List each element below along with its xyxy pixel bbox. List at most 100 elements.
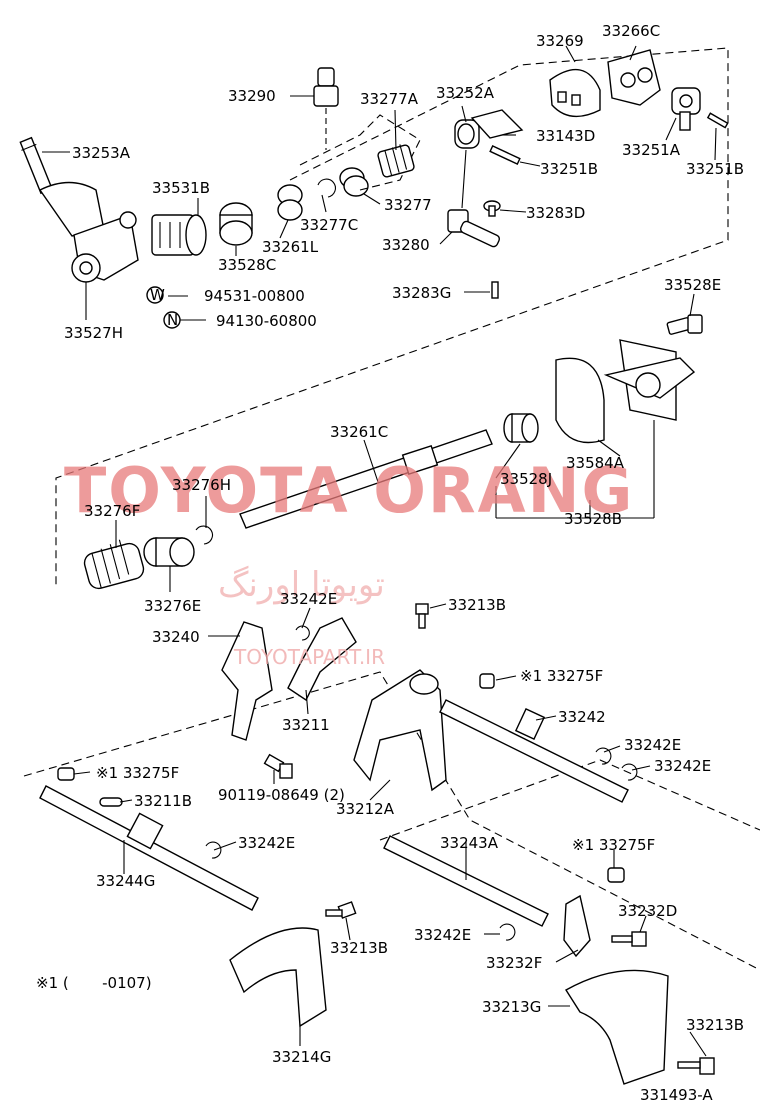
part-33211 [287,617,357,702]
part-33242 [439,699,629,803]
part-33527H [38,181,139,283]
label-33213B-2: 33213B [330,939,388,957]
part-33528C [219,202,253,246]
part-labels: 33269 33266C 33290 33277A 33252A 33143D … [36,22,744,1104]
part-33242E-4 [205,841,222,859]
label-33240: 33240 [152,628,200,646]
label-33531B: 33531B [152,179,210,197]
label-33242E-4: 33242E [238,834,295,852]
label-33276E: 33276E [144,597,201,615]
label-33251B-1: 33251B [686,160,744,178]
part-33276E [143,537,195,567]
label-33276H: 33276H [172,476,231,494]
part-33277A [377,144,415,178]
label-33242E-1: 33242E [280,590,337,608]
part-33275F-2 [57,767,75,781]
part-33528J [503,413,539,443]
part-33290 [313,67,339,150]
nut-symbol: N [163,311,181,329]
part-33243A [383,835,549,927]
label-33275F-1: ※1 33275F [520,667,603,685]
part-33213B-1 [415,603,429,629]
part-33242E-2 [595,747,612,765]
part-33531B [151,214,207,256]
svg-text:W: W [150,286,165,304]
label-33252A: 33252A [436,84,495,102]
label-33275F-3: ※1 33275F [572,836,655,854]
label-33261L: 33261L [262,238,319,256]
watermark-main: TOYOTA ORANG [64,454,634,527]
part-33213B-2 [325,901,357,919]
part-33242E-5 [499,923,516,941]
part-33528B [603,339,696,421]
label-33244G: 33244G [96,872,155,890]
part-33213G [565,969,669,1085]
label-33283D: 33283D [526,204,585,222]
label-33242E-5: 33242E [414,926,471,944]
part-33232F [563,894,591,958]
part-33261C [239,429,493,529]
part-33276H [195,525,213,545]
part-33283G [491,281,499,299]
label-33269: 33269 [536,32,584,50]
label-33253A: 33253A [72,144,131,162]
label-33261C: 33261C [330,423,388,441]
label-33213G: 33213G [482,998,541,1016]
label-90119-08649: 90119-08649 (2) [218,786,345,804]
label-33290: 33290 [228,87,276,105]
label-33242E-3: 33242E [654,757,711,775]
assembly-boundary-lower [379,759,760,841]
part-33283D [483,200,501,217]
part-33275F-1 [479,673,495,689]
label-33213B-3: 33213B [686,1016,744,1034]
label-33527H: 33527H [64,324,123,342]
label-33528E: 33528E [664,276,721,294]
label-33143D: 33143D [536,127,595,145]
part-33269 [549,68,601,118]
part-90119-08649 [263,753,293,779]
part-33277C [317,178,336,198]
part-33251B-pin-2 [706,112,729,129]
label-33212A: 33212A [336,800,395,818]
watermark-persian: تویوتا اورنگ [218,565,385,605]
label-33266C: 33266C [602,22,660,40]
figure-number: 331493-A [640,1086,713,1104]
part-33251A [671,87,701,131]
label-33211B: 33211B [134,792,192,810]
part-33261L [277,184,303,221]
label-33528B: 33528B [564,510,622,528]
part-33212A [353,669,447,792]
washer-symbol: W [146,286,165,304]
part-33275F-3 [607,867,625,883]
svg-text:N: N [167,311,178,329]
label-33280: 33280 [382,236,430,254]
label-33276F: 33276F [84,502,140,520]
assembly-boundary-upper [55,47,729,585]
part-33252A [454,119,480,149]
part-33242E-3 [621,763,638,781]
label-33232D: 33232D [618,902,677,920]
label-33243A: 33243A [440,834,499,852]
housing-outline [299,114,421,191]
label-94531-00800: 94531-00800 [204,287,305,305]
part-33584A [555,357,605,444]
label-33242: 33242 [558,708,606,726]
note-applicability: ※1 ( -0107) [36,974,152,992]
label-33251B-2: 33251B [540,160,598,178]
part-33143D [470,109,524,139]
label-33232F: 33232F [486,954,542,972]
label-33213B-1: 33213B [448,596,506,614]
leader-lines [42,45,717,1057]
part-33214G [229,927,327,1028]
label-33214G: 33214G [272,1048,331,1066]
part-33276F [83,539,145,590]
part-33244G [39,785,259,911]
part-33280 [447,149,501,248]
part-33277 [339,167,369,197]
label-33242E-2: 33242E [624,736,681,754]
part-33253A [19,136,53,195]
label-33584A: 33584A [566,454,625,472]
part-33528E [666,314,703,335]
part-33242E-1 [295,625,310,641]
